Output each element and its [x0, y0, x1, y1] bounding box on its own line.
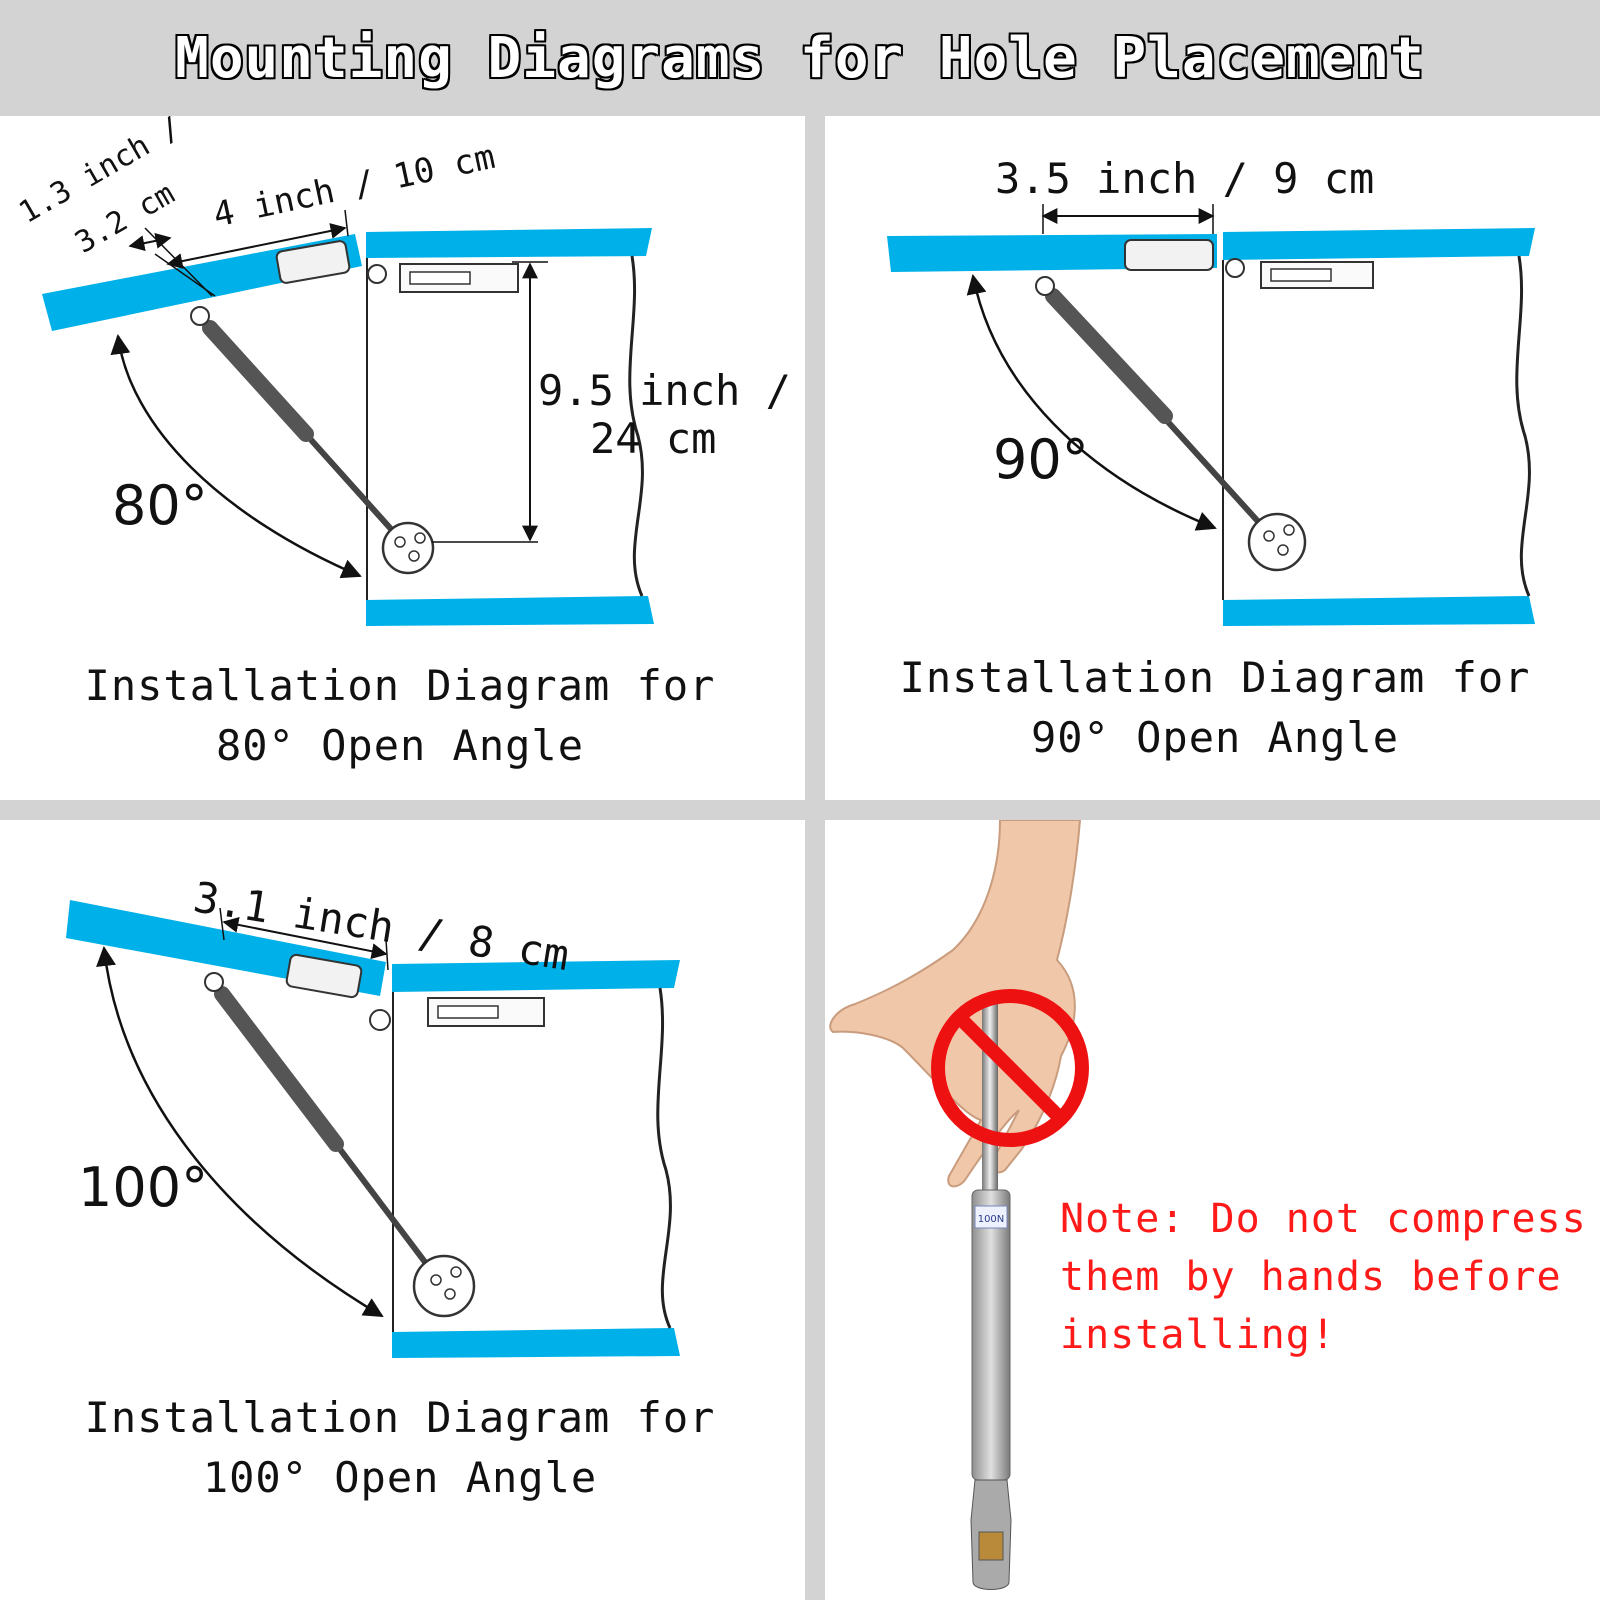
angle-label: 80°: [112, 474, 208, 537]
angle-arc: [96, 946, 384, 1318]
dim-line-b: [166, 223, 347, 269]
caption-100: Installation Diagram for 100° Open Angle: [30, 1388, 770, 1508]
dim-c-label-2: 24 cm: [590, 414, 717, 463]
diagram-100-drawing: [66, 900, 680, 1358]
gas-strut-body: [202, 320, 314, 442]
caption-line-2: 90° Open Angle: [1030, 713, 1399, 762]
mount-bracket: [1247, 512, 1307, 572]
cabinet-top-board: [1223, 228, 1535, 260]
gas-strut-rod: [982, 1000, 998, 1200]
caption-80: Installation Diagram for 80° Open Angle: [30, 656, 770, 776]
angle-label: 100°: [78, 1156, 209, 1219]
dim-a-label: 3.5 inch / 9 cm: [995, 154, 1375, 203]
caption-line-2: 80° Open Angle: [215, 721, 584, 770]
diagram-90-panel: 3.5 inch / 9 cm 90° Installation Diagram…: [825, 116, 1600, 800]
mount-bracket: [381, 521, 435, 575]
hinge-cup: [275, 240, 351, 284]
caption-line-1: Installation Diagram for: [84, 661, 716, 710]
cabinet-bottom-board: [392, 1328, 680, 1358]
warning-panel: 100N Note: Do not compress them by hands…: [825, 820, 1600, 1600]
prohibition-icon: [931, 989, 1089, 1147]
diagram-80-panel: 1.3 inch / 3.2 cm 4 inch / 10 cm 9.5 inc…: [0, 116, 805, 800]
gas-strut-body: [214, 986, 344, 1152]
cabinet-break-line: [656, 987, 672, 1329]
diagram-100-panel: 3.1 inch / 8 cm 100° Installation Diagra…: [0, 820, 805, 1600]
gas-strut-cylinder: [971, 1189, 1011, 1481]
diagram-80-drawing: [42, 209, 654, 626]
hinge-cup: [1124, 239, 1214, 271]
dim-c-label: 9.5 inch /: [538, 366, 791, 415]
caption-line-2: 100° Open Angle: [202, 1453, 598, 1502]
angle-arc: [966, 274, 1217, 531]
strut-label: 100N: [978, 1214, 1005, 1225]
gas-strut-body: [1045, 288, 1173, 424]
cabinet-break-line: [1515, 255, 1531, 597]
cabinet-bottom-board: [1223, 596, 1535, 626]
dim-line-a: [128, 232, 172, 252]
angle-arc: [110, 334, 362, 579]
cabinet-bottom-board: [366, 596, 654, 626]
caption-line-1: Installation Diagram for: [84, 1393, 716, 1442]
cabinet-break-line: [628, 255, 644, 597]
page-title: Mounting Diagrams for Hole Placement: [175, 25, 1425, 91]
caption-line-1: Installation Diagram for: [899, 653, 1531, 702]
caption-90: Installation Diagram for 90° Open Angle: [845, 648, 1585, 768]
mount-bracket: [412, 1254, 476, 1318]
header: Mounting Diagrams for Hole Placement: [0, 0, 1600, 116]
warning-note: Note: Do not compress them by hands befo…: [1060, 1196, 1587, 1358]
diagram-90-drawing: [887, 204, 1535, 626]
cabinet-top-board: [366, 228, 652, 258]
angle-label: 90°: [993, 428, 1089, 491]
cabinet-top-board: [392, 960, 680, 992]
warning-illustration: 100N: [829, 820, 1089, 1590]
